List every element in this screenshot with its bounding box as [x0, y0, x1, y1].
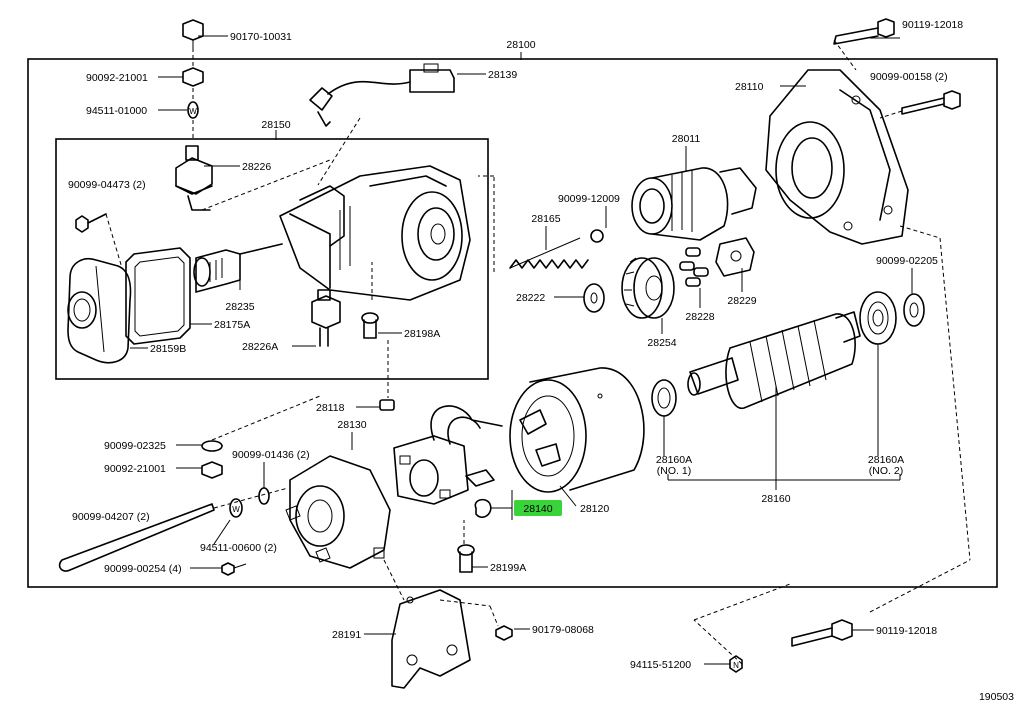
label-90099-01436[interactable]: 90099-01436 (2) — [232, 449, 310, 461]
gasket-28175A-icon — [125, 247, 191, 345]
nut-90092-bottom-icon — [201, 461, 223, 479]
label-28175A[interactable]: 28175A — [214, 319, 250, 331]
label-90099-02205[interactable]: 90099-02205 — [876, 255, 938, 267]
label-94115-51200[interactable]: 94115-51200 — [630, 659, 691, 671]
svg-text:W: W — [232, 505, 240, 514]
leader-lines — [130, 35, 913, 665]
magnetic-switch-housing-icon — [279, 165, 471, 301]
plunger-28235-icon — [193, 243, 283, 293]
label-28110[interactable]: 28110 — [735, 81, 764, 93]
bearing-90099-02205-icon — [903, 293, 925, 327]
label-90092-21001-bottom[interactable]: 90092-21001 — [104, 463, 166, 475]
svg-text:N: N — [733, 661, 739, 670]
label-28226[interactable]: 28226 — [242, 161, 271, 173]
yoke-28120-icon — [430, 367, 645, 493]
label-90099-00254[interactable]: 90099-00254 (4) — [104, 563, 182, 575]
nut-94115-51200-icon: N — [729, 655, 743, 673]
label-90099-00158[interactable]: 90099-00158 (2) — [870, 71, 948, 83]
clip-90179-08068-icon — [495, 625, 513, 641]
nut-90092-top-icon — [182, 67, 204, 87]
drive-housing-28110-icon — [765, 69, 909, 245]
armature-28160-icon — [687, 311, 861, 409]
brush-spring-28140-icon — [465, 469, 495, 519]
label-90179-08068[interactable]: 90179-08068 — [532, 624, 594, 636]
svg-text:W: W — [189, 107, 197, 116]
label-90099-04473[interactable]: 90099-04473 (2) — [68, 179, 146, 191]
through-bolt-90099-04207-icon — [58, 503, 215, 572]
label-28130[interactable]: 28130 — [337, 419, 366, 431]
washer-94511-00600-icon: W — [229, 498, 243, 518]
label-28140[interactable]: 28140 — [523, 503, 552, 515]
label-28160A-no1-sub: (NO. 1) — [657, 465, 691, 477]
label-28222[interactable]: 28222 — [516, 292, 545, 304]
label-94511-00600[interactable]: 94511-00600 (2) — [200, 542, 277, 554]
label-90119-12018-top[interactable]: 90119-12018 — [902, 19, 963, 31]
washer-94511-top-icon: W — [187, 101, 199, 119]
label-28229[interactable]: 28229 — [727, 295, 756, 307]
label-94511-01000[interactable]: 94511-01000 — [86, 105, 147, 117]
label-28160[interactable]: 28160 — [761, 493, 790, 505]
label-28100[interactable]: 28100 — [506, 39, 535, 51]
label-28139[interactable]: 28139 — [488, 69, 517, 81]
brush-holder-icon — [393, 435, 469, 505]
spring-28165-icon — [509, 237, 589, 269]
label-28198A[interactable]: 28198A — [404, 328, 440, 340]
cover-28159B-icon — [67, 258, 132, 364]
idler-gear-28254-icon — [621, 257, 675, 319]
bolt-90119-top-icon — [833, 18, 895, 45]
bolt-90099-04473-icon — [75, 213, 107, 233]
highlight-28140 — [514, 500, 562, 516]
bolt-90119-bottom-icon — [791, 619, 853, 647]
bolt-90099-00158-icon — [901, 90, 961, 115]
label-90099-02325[interactable]: 90099-02325 — [104, 440, 166, 452]
label-28159B[interactable]: 28159B — [150, 343, 186, 355]
washer-28222-icon — [583, 283, 605, 313]
label-28118[interactable]: 28118 — [316, 402, 345, 414]
subassembly-frame-28150 — [55, 138, 489, 380]
label-90170-10031[interactable]: 90170-10031 — [230, 31, 292, 43]
label-28254[interactable]: 28254 — [647, 337, 676, 349]
label-28191[interactable]: 28191 — [332, 629, 361, 641]
ball-90099-12009-icon — [590, 229, 604, 243]
terminal-28226-icon — [175, 145, 213, 211]
label-90099-04207[interactable]: 90099-04207 (2) — [72, 511, 150, 523]
label-28199A[interactable]: 28199A — [490, 562, 526, 574]
label-28011[interactable]: 28011 — [672, 133, 701, 145]
grommet-28118-icon — [379, 399, 395, 411]
bearing-28160A-no2-icon — [859, 291, 897, 345]
screw-28198A-icon — [361, 312, 379, 339]
lead-wire-28139-icon — [309, 63, 455, 127]
callout-labels: 28100 28139 28110 28150 28226 28235 2817… — [68, 19, 1014, 703]
pinion-clutch-28011-icon — [631, 167, 757, 241]
label-90119-12018-bottom[interactable]: 90119-12018 — [876, 625, 937, 637]
washer-90099-02325-icon — [201, 440, 223, 452]
label-28235[interactable]: 28235 — [225, 301, 254, 313]
screw-90099-00254-icon — [221, 562, 247, 576]
end-frame-28130-icon — [285, 455, 391, 569]
bolt-90170-icon — [182, 19, 204, 48]
terminal-28226A-icon — [311, 289, 341, 347]
label-28150[interactable]: 28150 — [261, 119, 290, 131]
label-28160A-no2[interactable]: 28160A — [868, 454, 904, 466]
label-28226A[interactable]: 28226A — [242, 341, 278, 353]
retainer-28229-icon — [715, 237, 755, 277]
bracket-28191-icon — [391, 589, 471, 689]
screw-28199A-icon — [457, 544, 475, 573]
label-90099-12009[interactable]: 90099-12009 — [558, 193, 620, 205]
label-28160A-no2-sub: (NO. 2) — [869, 465, 903, 477]
diagram-code: 190503 — [979, 691, 1014, 703]
assembly-frame-28100 — [27, 58, 998, 588]
label-28165[interactable]: 28165 — [531, 213, 560, 225]
washer-90099-01436-icon — [258, 487, 270, 505]
bearing-28160A-no1-icon — [651, 379, 677, 417]
label-28228[interactable]: 28228 — [685, 311, 714, 323]
rollers-28228-icon — [679, 247, 709, 287]
label-90092-21001-top[interactable]: 90092-21001 — [86, 72, 148, 84]
label-28120[interactable]: 28120 — [580, 503, 609, 515]
label-28160A-no1[interactable]: 28160A — [656, 454, 692, 466]
